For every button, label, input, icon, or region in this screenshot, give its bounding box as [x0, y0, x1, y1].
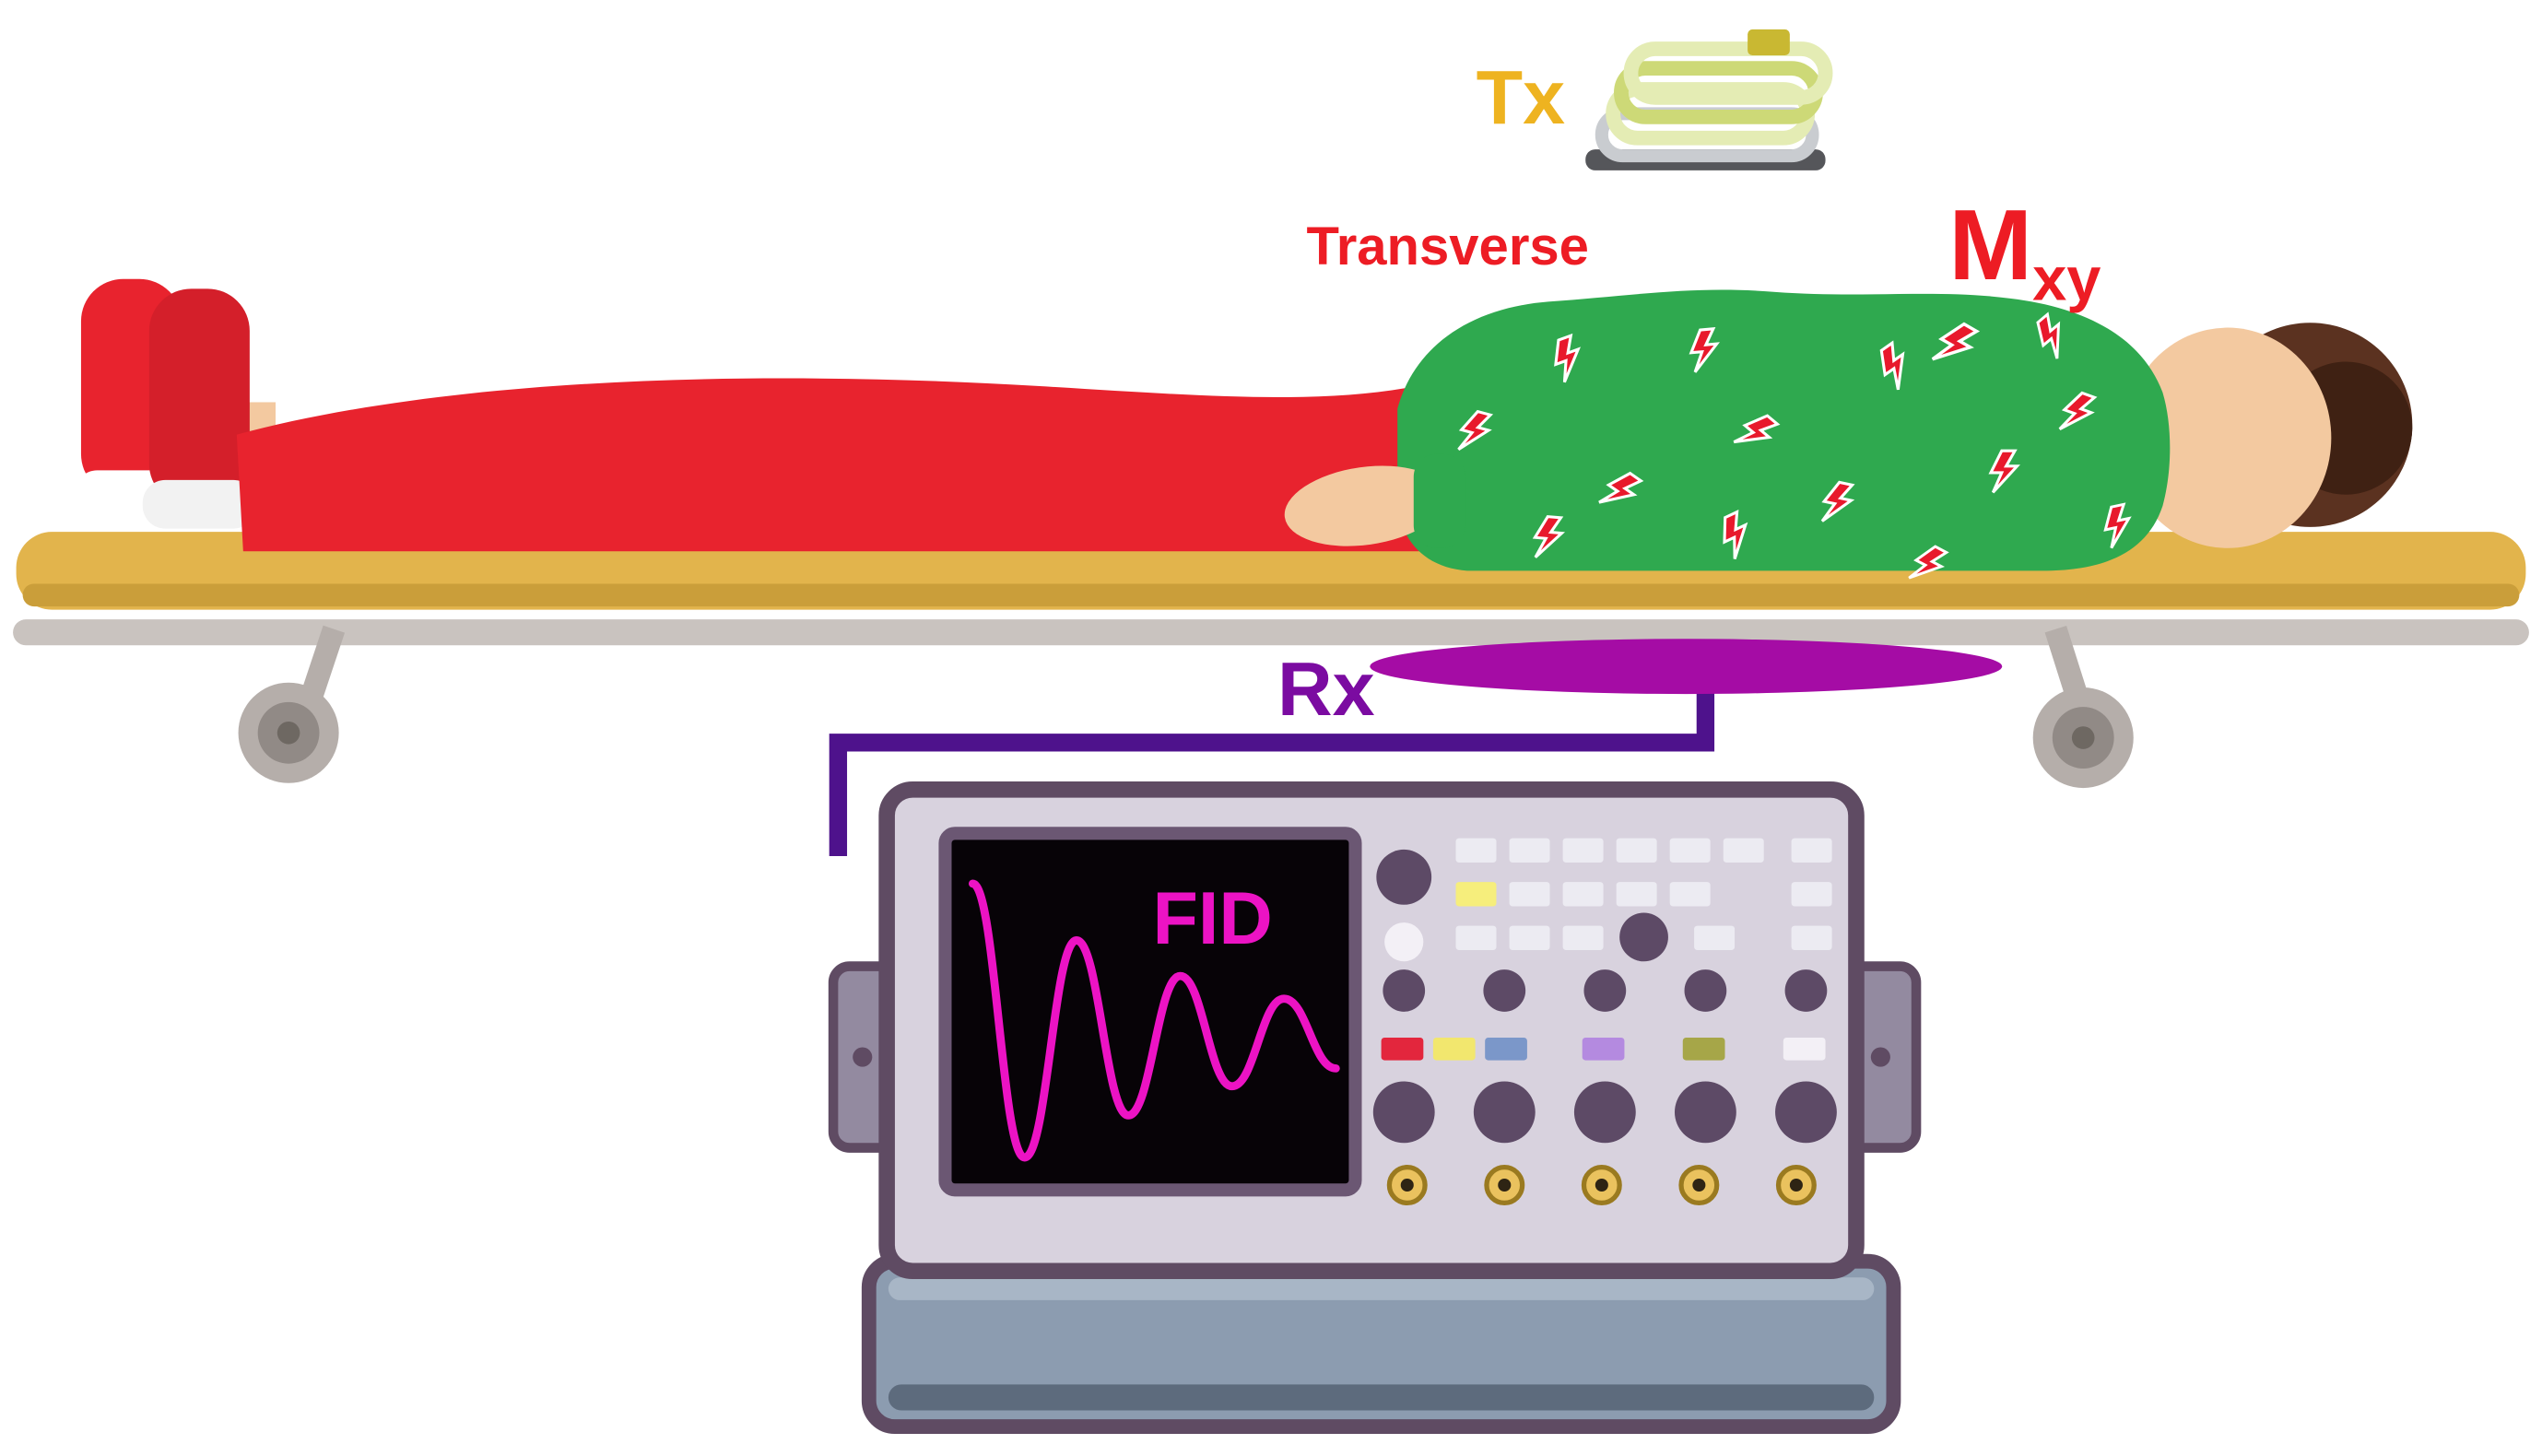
bnc-connectors — [1386, 1165, 1817, 1206]
button — [1509, 882, 1550, 907]
coil-loop — [1623, 41, 1833, 105]
button — [1455, 925, 1497, 950]
wheel-hub — [277, 721, 300, 745]
scope-base-highlight — [888, 1277, 1875, 1300]
fid-label: FID — [1153, 877, 1273, 960]
patient-shirt — [1397, 289, 2171, 571]
button — [1791, 882, 1832, 907]
scope-screen — [938, 827, 1362, 1197]
scope-base-shadow — [888, 1384, 1875, 1411]
patient — [74, 278, 2413, 591]
patient-sleeve-cuff — [1413, 453, 1466, 548]
button-red — [1381, 1037, 1424, 1061]
rx-label: Rx — [1277, 646, 1375, 732]
handle-screw — [1870, 1047, 1890, 1067]
button — [1791, 838, 1832, 863]
mxy-label-main: M — [1948, 189, 2032, 301]
button — [1723, 838, 1764, 863]
knob — [1583, 969, 1627, 1012]
knob — [1376, 849, 1432, 905]
button — [1455, 838, 1497, 863]
button — [1562, 838, 1604, 863]
button — [1616, 838, 1657, 863]
connector-center — [1400, 1178, 1414, 1192]
bed-mattress-shadow — [22, 583, 2520, 607]
button — [1562, 882, 1604, 907]
button — [1509, 838, 1550, 863]
bed-wheel-right — [2032, 625, 2134, 789]
knob — [1383, 969, 1426, 1012]
knob-large — [1775, 1081, 1837, 1144]
knob-large — [1372, 1081, 1435, 1144]
coil-connector — [1748, 29, 1790, 56]
tx-label: Tx — [1477, 54, 1565, 140]
connector-center — [1692, 1178, 1706, 1192]
oscilloscope-icon: FID — [828, 781, 1922, 1435]
tx-coil-icon — [1585, 29, 1833, 170]
knob — [1619, 912, 1668, 962]
patient-hand — [1284, 465, 1446, 546]
connector-center — [1595, 1178, 1608, 1192]
button — [1509, 925, 1550, 950]
bed-wheel-left — [238, 625, 346, 783]
mxy-label: Mxy — [1948, 189, 2101, 314]
scope-controls — [1372, 838, 1837, 1206]
rx-signal-wire — [829, 677, 1715, 856]
button-purple — [1582, 1037, 1625, 1061]
patient-legs-red — [236, 378, 1420, 552]
handle-screw — [853, 1047, 873, 1067]
patient-face — [2124, 327, 2332, 548]
button-yellow — [1455, 882, 1497, 907]
knob-large — [1573, 1081, 1636, 1144]
fid-waveform — [968, 879, 1340, 1162]
button — [1783, 1037, 1826, 1061]
button — [1791, 925, 1832, 950]
connector-center — [1789, 1178, 1803, 1192]
shoe-upper — [148, 288, 250, 507]
button-olive — [1682, 1037, 1725, 1061]
button — [1562, 925, 1604, 950]
button-yellow — [1432, 1037, 1476, 1061]
knob-light — [1384, 922, 1424, 962]
rx-coil-icon — [1370, 639, 2003, 695]
button — [1616, 882, 1657, 907]
knob-large — [1674, 1081, 1736, 1144]
shoe-sole — [142, 479, 256, 529]
connector-center — [1498, 1178, 1512, 1192]
knob — [1483, 969, 1526, 1012]
bed-frame-rail — [13, 619, 2529, 646]
button — [1694, 925, 1736, 950]
wheel-hub — [2071, 726, 2095, 749]
knob — [1684, 969, 1727, 1012]
button-blue — [1485, 1037, 1527, 1061]
knob-large — [1473, 1081, 1536, 1144]
shoe-front — [142, 288, 256, 529]
mxy-label-sub: xy — [2032, 246, 2101, 314]
button — [1669, 882, 1711, 907]
transverse-label: Transverse — [1306, 217, 1589, 276]
button — [1669, 838, 1711, 863]
knob — [1784, 969, 1828, 1012]
